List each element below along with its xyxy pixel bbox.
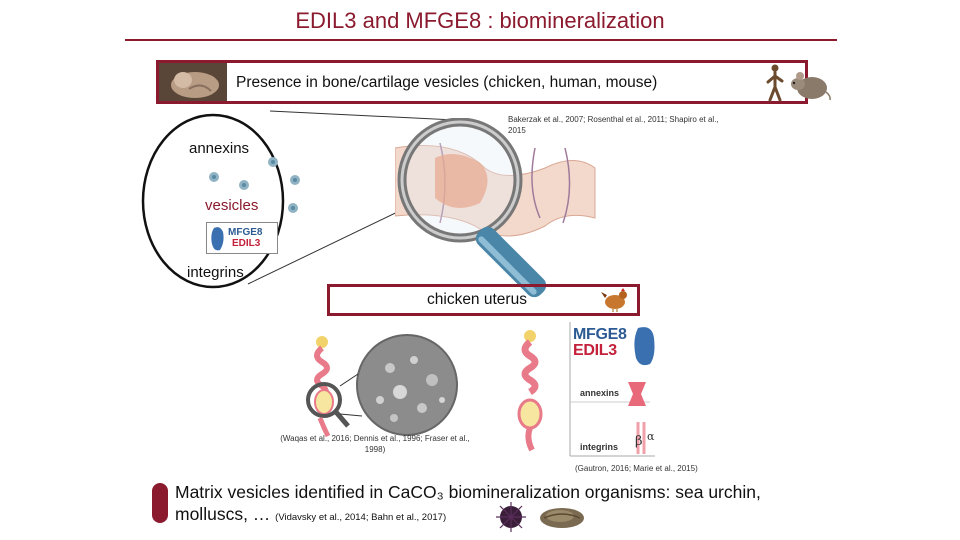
uterus-banner [327,284,640,316]
annexins-label: annexins [189,140,250,157]
human-figure-icon [766,64,784,102]
bottom-statement: Matrix vesicles identified in CaCO₃ biom… [175,481,815,529]
integrins-label: integrins [187,264,244,281]
bottom-reference: (Vidavsky et al., 2014; Bahn et al., 201… [275,512,447,523]
beta-symbol: β [635,434,643,449]
legend-mfge8: MFGE8 [573,326,627,343]
small-mfge8-label: MFGE8 [228,227,263,238]
small-edil3-label: EDIL3 [232,238,261,249]
magnifier-bone-illustration [395,118,596,298]
bullet-marker [152,483,168,523]
uterus-reference-right: (Gautron, 2016; Marie et al., 2015) [575,464,698,473]
legend-integrins: integrins [580,442,619,452]
alpha-symbol: α [647,430,655,443]
bottom-statement-text: Matrix vesicles identified in CaCO₃ biom… [175,482,761,524]
legend-annexins: annexins [580,388,620,398]
mouse-icon [791,72,831,101]
annexin-particle [290,175,300,185]
mfge8-edil3-box [206,222,278,254]
uterus-reference-left: (Waqas et al., 2016; Dennis et al., 1996… [280,434,470,454]
sea-urchin-icon [496,502,526,532]
annexin-particle [209,172,219,182]
mollusc-shell-icon [540,508,584,528]
uterus-legend-illustration [517,322,655,457]
oviduct-micrograph-illustration [306,334,458,438]
presence-reference: Bakerzak et al., 2007; Rosenthal et al.,… [508,115,719,135]
annexin-particle [239,180,249,190]
chicken-icon [601,288,627,312]
page-title: EDIL3 and MFGE8 : biomineralization [295,8,665,33]
title-underline [125,39,837,41]
annexin-particle [288,203,298,213]
legend-edil3: EDIL3 [573,342,617,359]
annexin-particle [268,157,278,167]
vesicles-label: vesicles [205,197,259,214]
embryo-image [159,63,227,101]
presence-banner-text: Presence in bone/cartilage vesicles (chi… [236,74,658,91]
uterus-label: chicken uterus [427,291,527,308]
